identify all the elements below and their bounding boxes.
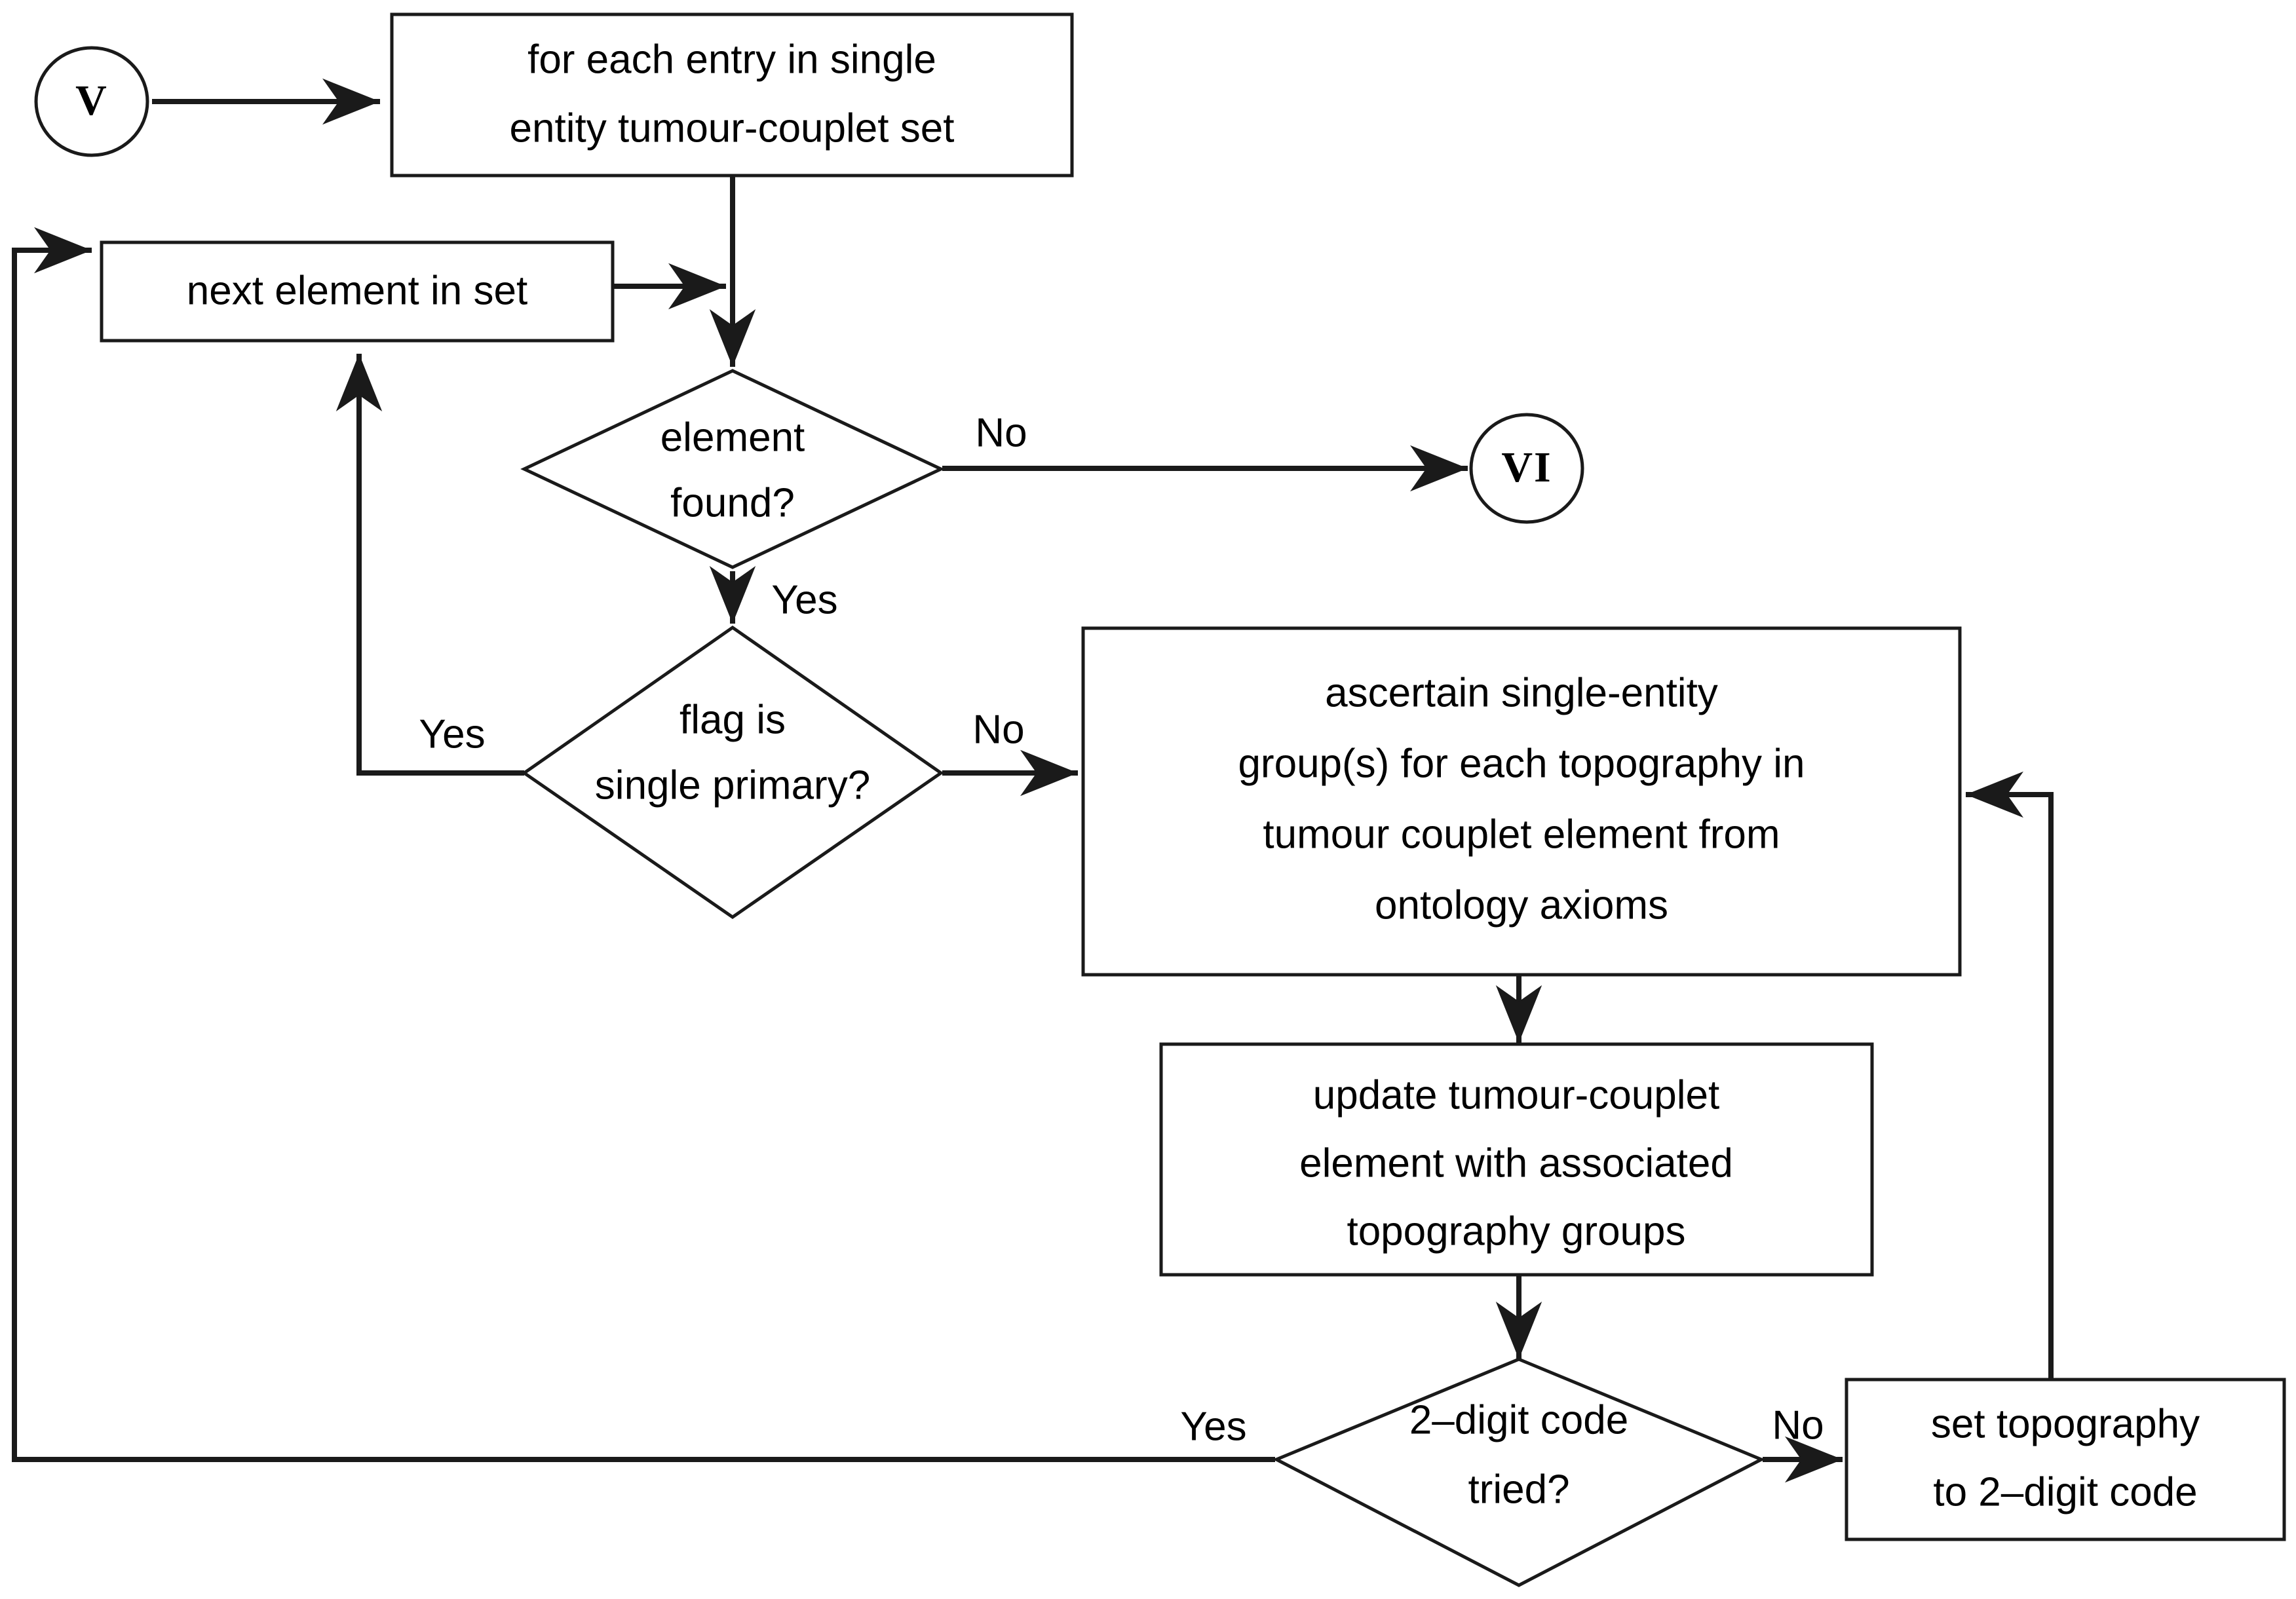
node-start-v[interactable]: V	[34, 46, 149, 157]
edge-label-element-found-yes: Yes	[771, 577, 837, 622]
node-settopo-line-2: to 2–digit code	[1933, 1469, 2197, 1514]
node-ascertain-line-4: ontology axioms	[1375, 882, 1668, 928]
node-for-each-entry-line-1: for each entry in single	[527, 37, 936, 82]
node-element-found-line-1: element	[660, 415, 805, 460]
edge-twodigit-yes-to-nextelement	[12, 227, 1275, 1462]
node-ascertain-line-3: tumour couplet element from	[1263, 812, 1780, 857]
edge-label-two-digit-no: No	[1772, 1402, 1824, 1448]
node-flag-line-2: single primary?	[595, 762, 870, 808]
node-twodigit-line-1: 2–digit code	[1409, 1397, 1628, 1442]
node-element-found[interactable]: element found?	[520, 369, 945, 569]
edge-flag-yes-to-nextelement	[335, 354, 524, 776]
node-set-topography[interactable]: set topography to 2–digit code	[1845, 1378, 2286, 1541]
node-ascertain-line-1: ascertain single-entity	[1325, 670, 1718, 715]
node-for-each-entry[interactable]: for each entry in single entity tumour-c…	[390, 12, 1074, 178]
node-connector-vi[interactable]: VI	[1469, 413, 1584, 524]
node-ascertain-groups[interactable]: ascertain single-entity group(s) for eac…	[1081, 626, 1962, 977]
edge-label-flag-yes: Yes	[419, 711, 485, 757]
node-start-v-label: V	[75, 77, 108, 124]
node-next-element-line-1: next element in set	[187, 268, 527, 313]
node-connector-vi-label: VI	[1501, 443, 1552, 491]
node-ascertain-line-2: group(s) for each topography in	[1238, 741, 1805, 786]
node-flag-single-primary[interactable]: flag is single primary?	[521, 625, 944, 920]
node-next-element[interactable]: next element in set	[100, 240, 615, 343]
node-update-line-2: element with associated	[1299, 1140, 1733, 1186]
node-two-digit-tried[interactable]: 2–digit code tried?	[1272, 1357, 1765, 1587]
node-twodigit-line-2: tried?	[1468, 1467, 1569, 1512]
edge-label-element-found-no: No	[975, 410, 1027, 455]
edge-settopography-to-ascertain	[1966, 771, 2054, 1379]
edge-label-two-digit-yes: Yes	[1180, 1404, 1246, 1449]
node-update-line-1: update tumour-couplet	[1313, 1072, 1719, 1118]
node-flag-line-1: flag is	[679, 697, 786, 742]
node-element-found-line-2: found?	[670, 480, 795, 525]
node-update-couplet[interactable]: update tumour-couplet element with assoc…	[1159, 1042, 1874, 1277]
edge-label-flag-no: No	[972, 707, 1024, 752]
node-update-line-3: topography groups	[1347, 1209, 1685, 1254]
node-for-each-entry-line-2: entity tumour-couplet set	[510, 105, 955, 151]
node-settopo-line-1: set topography	[1931, 1401, 2200, 1446]
